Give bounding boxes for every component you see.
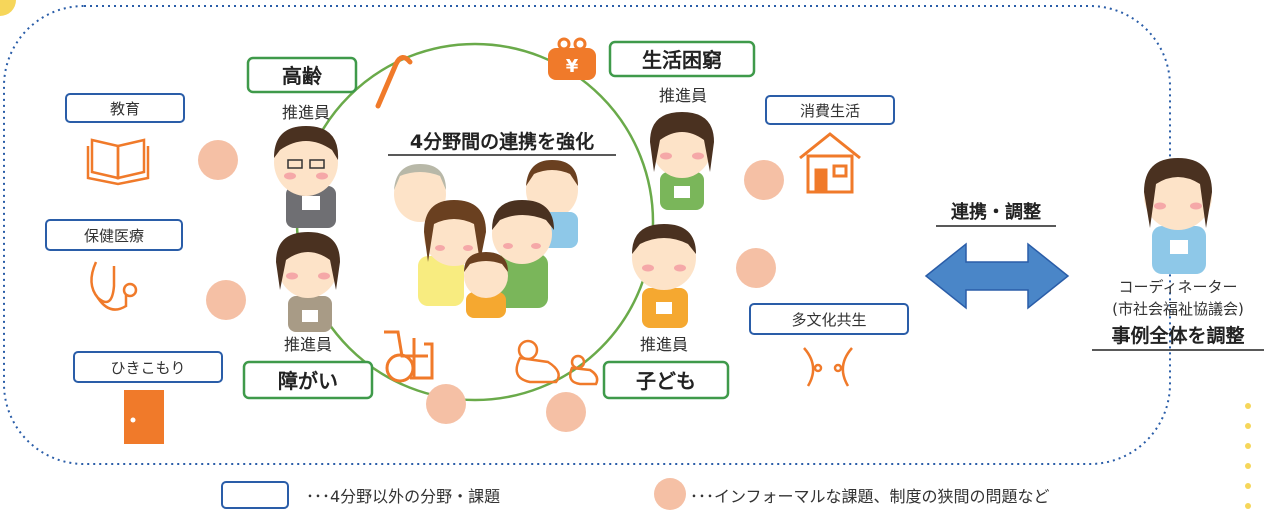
promoter-label-elderly: 推進員 [282,103,330,122]
core-area-label: 高齢 [282,64,323,88]
coordinator-affiliation: (市社会福祉協議会) [1112,300,1244,318]
legend-box-swatch [221,481,289,509]
promoter-label-disability: 推進員 [284,335,332,354]
yen-symbol: ¥ [566,56,579,77]
legend-circle-text: ･･･インフォーマルな課題、制度の狭間の問題など [690,487,1050,506]
field-label: 保健医療 [84,227,144,245]
field-multicultural: 多文化共生 [749,303,909,335]
door-icon [124,390,164,444]
informal-issue-circle [736,248,776,288]
wallet-yen-icon: ¥ [548,37,596,80]
family-group-illustration [394,160,578,318]
center-title: 4分野間の連携を強化 [410,130,594,153]
side-dots [1245,403,1251,509]
core-area-disability: 障がい [242,360,374,400]
core-area-children: 子ども [602,360,730,400]
corner-mark [0,0,16,16]
field-education: 教育 [65,93,185,123]
stethoscope-icon [90,261,138,311]
core-area-label: 生活困窮 [642,48,722,72]
coordination-label: 連携・調整 [951,201,1041,223]
field-consumer: 消費生活 [765,95,895,125]
field-label: ひきこもり [110,359,185,377]
field-label: 教育 [110,100,140,118]
promoter-label-poverty: 推進員 [659,86,707,105]
coordinator-role: 事例全体を調整 [1111,324,1244,347]
informal-issue-circle [744,160,784,200]
core-area-poverty: 生活困窮 [608,40,756,78]
core-area-label: 障がい [278,369,338,393]
core-area-elderly: 高齢 [246,56,358,94]
legend-box-text: ･･･4分野以外の分野・課題 [306,487,500,506]
promoter-label-children: 推進員 [640,335,688,354]
duck-toy-icon [515,339,599,386]
informal-issue-circle [206,280,246,320]
informal-issue-circle [426,384,466,424]
legend: ･･･4分野以外の分野・課題 ･･･インフォーマルな課題、制度の狭間の問題など [221,478,1050,510]
double-arrow [924,242,1070,310]
cane-icon [375,55,413,109]
field-label: 消費生活 [800,102,860,120]
faces-icon [803,347,853,387]
core-area-label: 子ども [636,369,696,393]
promoter-disability-figure [276,232,340,332]
informal-issue-circle [198,140,238,180]
book-icon [86,138,150,186]
house-icon [799,132,861,194]
promoter-elderly-figure [274,126,339,228]
field-hikikomori: ひきこもり [73,351,223,383]
promoter-poverty-figure [650,112,714,210]
field-label: 多文化共生 [791,311,866,329]
wheelchair-icon [384,330,434,383]
promoter-children-figure [632,224,696,328]
coordinator-figure [1144,158,1212,274]
legend-circle-swatch [654,478,686,510]
field-health: 保健医療 [45,219,183,251]
informal-issue-circle [546,392,586,432]
coordinator-title: コーディネーター [1119,278,1238,296]
